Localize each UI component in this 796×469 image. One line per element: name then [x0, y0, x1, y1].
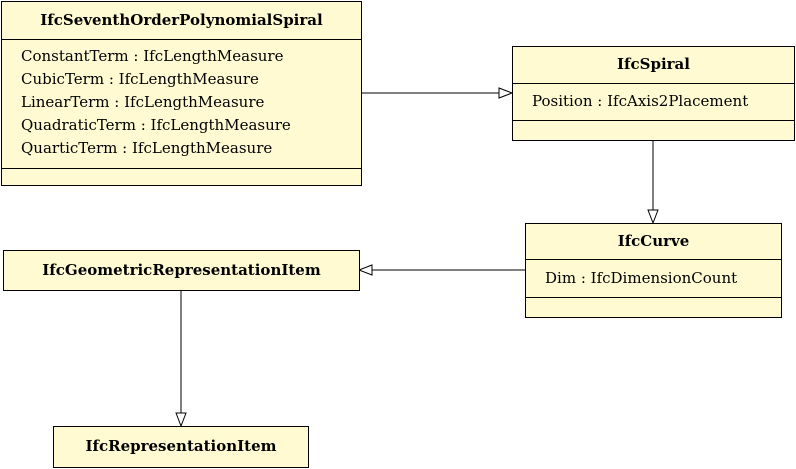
class-ifc-curve[interactable]: IfcCurve Dim : IfcDimensionCount [525, 223, 782, 318]
class-ifc-seventh-order-polynomial-spiral[interactable]: IfcSeventhOrderPolynomialSpiral Constant… [1, 1, 362, 186]
class-name: IfcSpiral [513, 47, 794, 84]
attribute-quartic-term: QuarticTerm : IfcLengthMeasure [21, 139, 273, 157]
attribute-constant-term: ConstantTerm : IfcLengthMeasure [21, 47, 284, 65]
arrow-seventh-to-spiral [362, 87, 514, 99]
class-name: IfcCurve [526, 224, 781, 260]
class-ifc-spiral[interactable]: IfcSpiral Position : IfcAxis2Placement [512, 46, 795, 141]
arrow-curve-to-geomrep [357, 264, 525, 276]
attribute-quadratic-term: QuadraticTerm : IfcLengthMeasure [21, 116, 291, 134]
attributes-compartment: Dim : IfcDimensionCount [526, 260, 781, 298]
class-ifc-representation-item[interactable]: IfcRepresentationItem [53, 426, 309, 468]
attributes-compartment: ConstantTerm : IfcLengthMeasure CubicTer… [2, 40, 361, 169]
class-name: IfcRepresentationItem [85, 437, 277, 455]
arrow-geomrep-to-repitem [175, 291, 187, 428]
arrow-spiral-to-curve [647, 141, 659, 225]
attributes-compartment: Position : IfcAxis2Placement [513, 84, 794, 121]
attribute-linear-term: LinearTerm : IfcLengthMeasure [21, 93, 265, 111]
attribute-dim: Dim : IfcDimensionCount [545, 269, 738, 287]
attribute-cubic-term: CubicTerm : IfcLengthMeasure [21, 70, 259, 88]
class-name: IfcGeometricRepresentationItem [42, 261, 321, 279]
attribute-position: Position : IfcAxis2Placement [532, 92, 749, 110]
class-name: IfcSeventhOrderPolynomialSpiral [2, 2, 361, 40]
class-ifc-geometric-representation-item[interactable]: IfcGeometricRepresentationItem [3, 250, 360, 291]
